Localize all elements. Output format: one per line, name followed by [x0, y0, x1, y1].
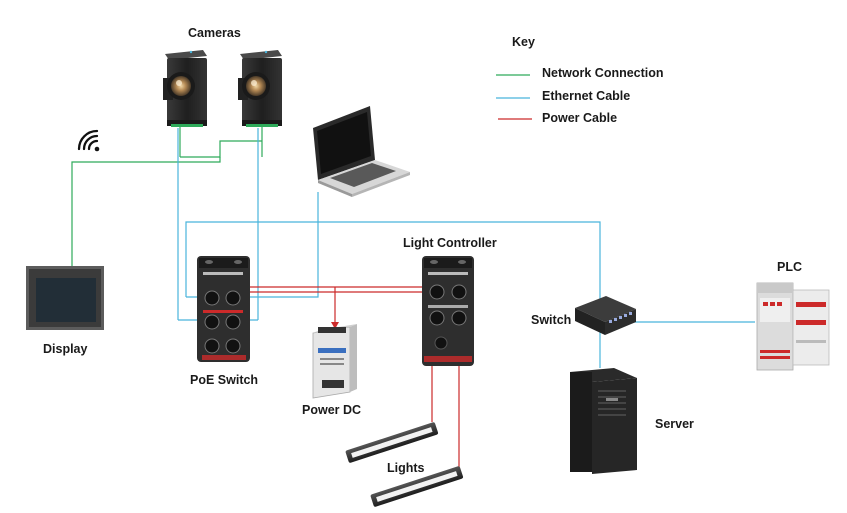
light-controller-icon — [422, 256, 474, 366]
key-ethernet-label: Ethernet Cable — [542, 89, 631, 103]
server-icon — [570, 368, 637, 474]
light-bar-icon — [370, 466, 464, 507]
key-power-label: Power Cable — [542, 111, 618, 125]
network-line — [180, 140, 262, 158]
key-legend — [496, 74, 532, 120]
light-controller-label: Light Controller — [403, 236, 497, 250]
laptop-icon — [313, 106, 410, 197]
ethernet-line — [185, 221, 601, 320]
network-line — [71, 157, 221, 266]
network-switch-icon — [575, 296, 636, 335]
display-label: Display — [43, 342, 88, 356]
cameras-label: Cameras — [188, 26, 241, 40]
network-connections — [71, 123, 263, 266]
power-arrowhead — [331, 322, 339, 329]
plc-label: PLC — [777, 260, 802, 274]
poe-switch-icon — [197, 256, 250, 362]
plc-icon — [756, 282, 830, 371]
power-supply-icon — [312, 324, 357, 399]
key-network-label: Network Connection — [542, 66, 664, 80]
key-title: Key — [512, 35, 535, 49]
server-label: Server — [655, 417, 694, 431]
wifi-icon — [77, 129, 100, 152]
light-bar-icon — [345, 422, 439, 463]
display-icon — [26, 266, 104, 330]
switch-label: Switch — [531, 313, 572, 327]
power-dc-label: Power DC — [302, 403, 362, 417]
camera-icon — [238, 50, 282, 127]
camera-icon — [163, 50, 207, 127]
poe-switch-label: PoE Switch — [190, 373, 259, 387]
lights-label: Lights — [387, 461, 425, 475]
